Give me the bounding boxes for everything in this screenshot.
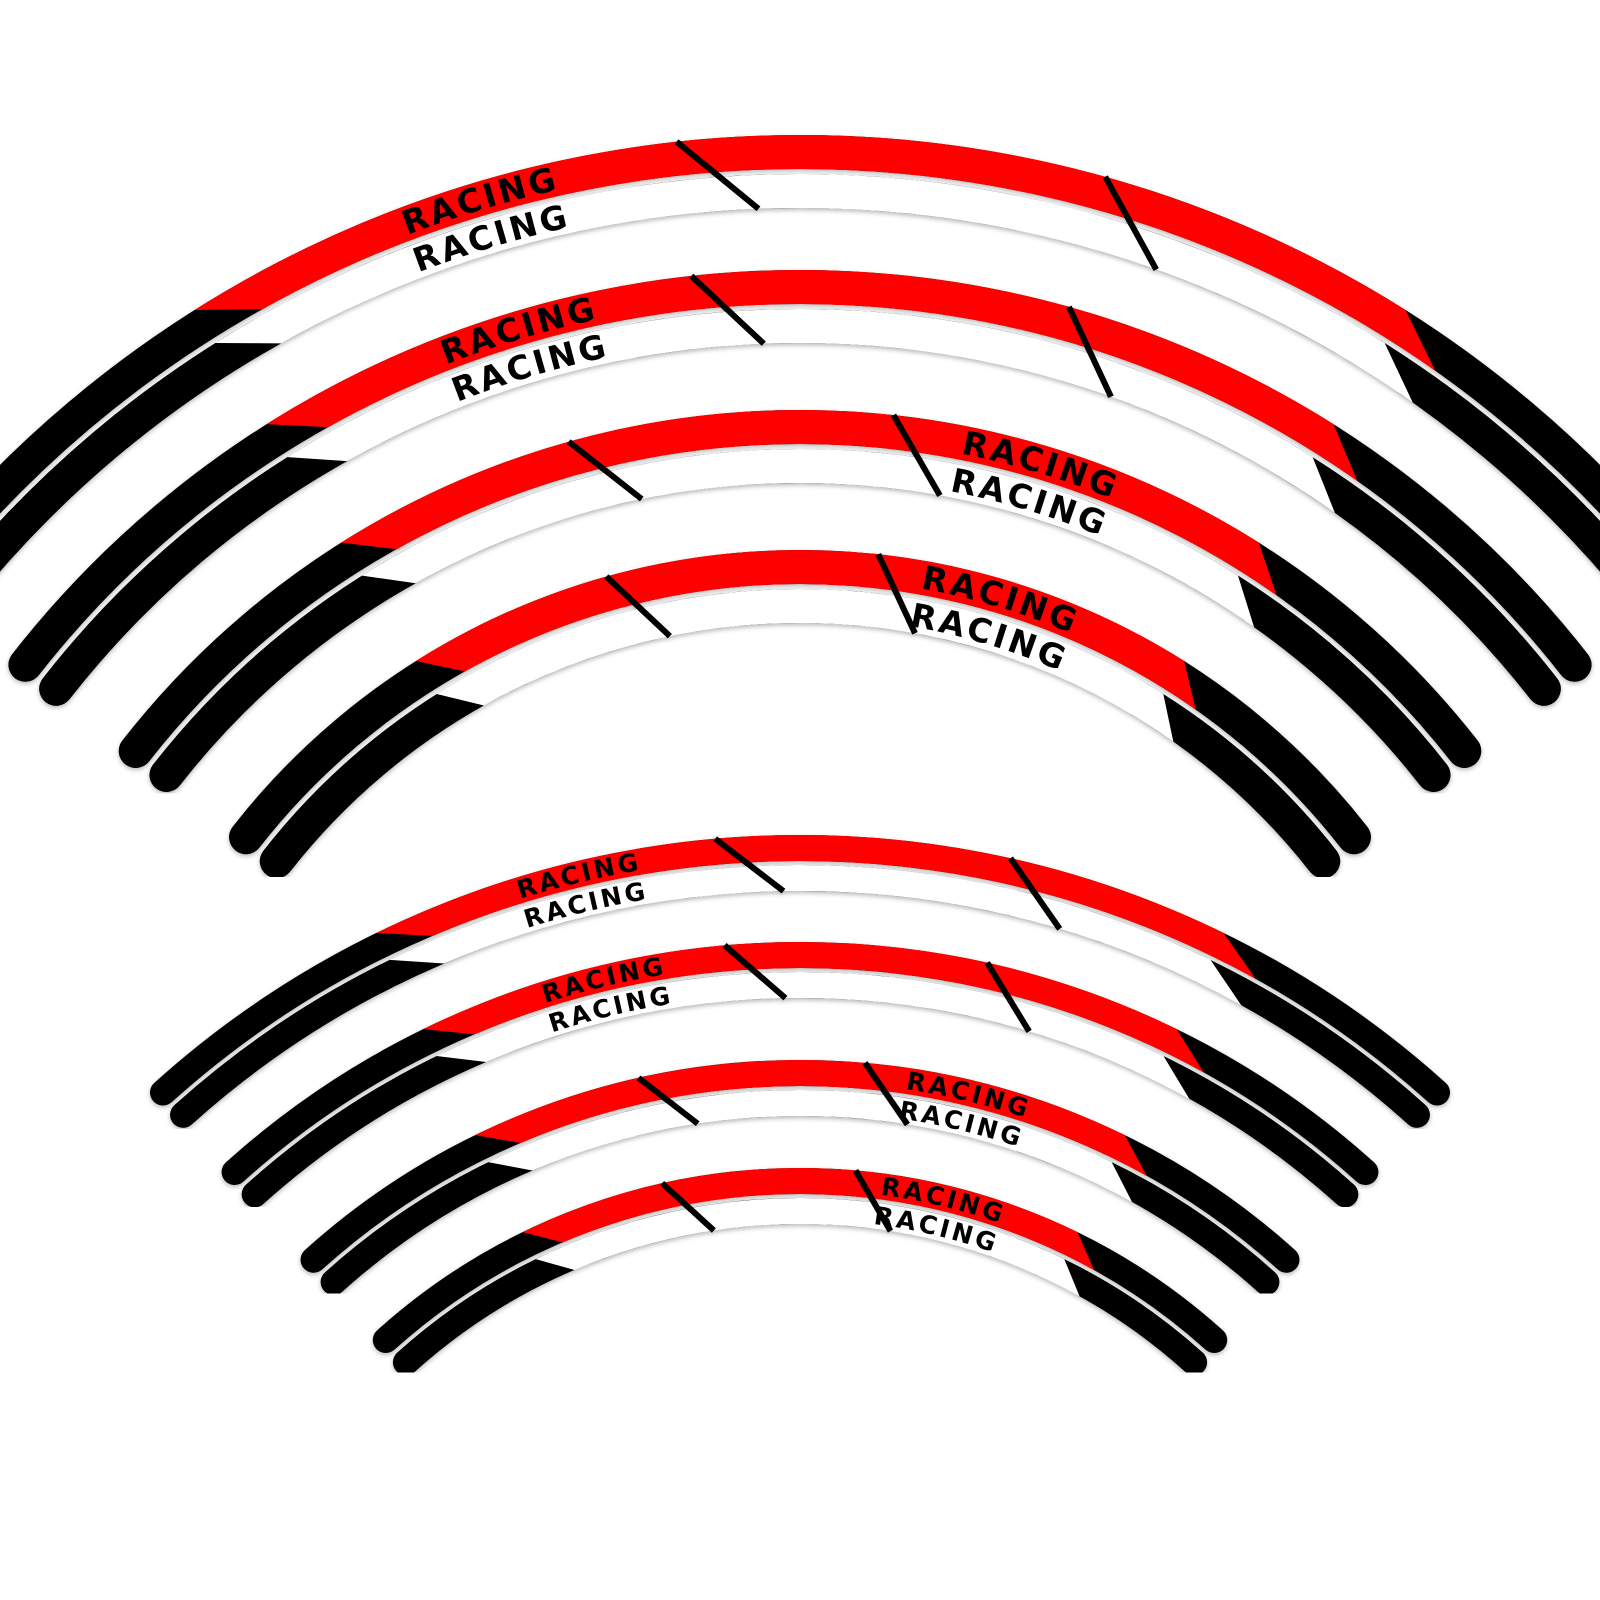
inner-band-white-section: [287, 309, 1335, 513]
diagonal-accent: [722, 943, 788, 1001]
diagonal-accent: [636, 1075, 700, 1127]
outer-band-red-section: [415, 549, 1196, 710]
diagonal-accent: [852, 1168, 894, 1233]
diagonal-accent: [566, 439, 644, 502]
inner-band-white-section: [436, 971, 1190, 1099]
diagonal-accent: [1102, 175, 1159, 271]
outer-band-red-section: [376, 835, 1256, 980]
diagonal-accent: [862, 1061, 910, 1127]
diagonal-accent: [604, 574, 672, 639]
inner-band-white-section: [215, 173, 1413, 403]
outer-band-red-section: [423, 942, 1204, 1073]
diagonal-accent: [674, 139, 761, 212]
diagonal-accent: [984, 961, 1032, 1033]
diagonal-accent: [1066, 305, 1114, 398]
outer-band-red-section: [194, 135, 1436, 371]
outer-band-red-section: [475, 1060, 1147, 1176]
inner-band-white-section: [362, 449, 1255, 628]
diagonal-accent: [890, 413, 943, 498]
inner-band-white-section: [488, 1090, 1133, 1202]
inner-band-white-section: [436, 589, 1174, 742]
inner-band-white-section: [535, 1197, 1080, 1297]
outer-band-red-section: [522, 1168, 1095, 1271]
diagonal-accent: [713, 836, 786, 894]
large-set: RACINGRACINGRACINGRACINGRACINGRACINGRACI…: [0, 135, 1600, 879]
outer-band-red-section: [341, 410, 1277, 596]
diagonal-accent: [660, 1181, 716, 1233]
diagonal-accent: [875, 553, 918, 635]
outer-band-red-section: [266, 269, 1358, 482]
diagonal-accent: [689, 273, 766, 346]
diagonal-accent: [1008, 856, 1063, 931]
inner-band-white-section: [389, 865, 1242, 1006]
